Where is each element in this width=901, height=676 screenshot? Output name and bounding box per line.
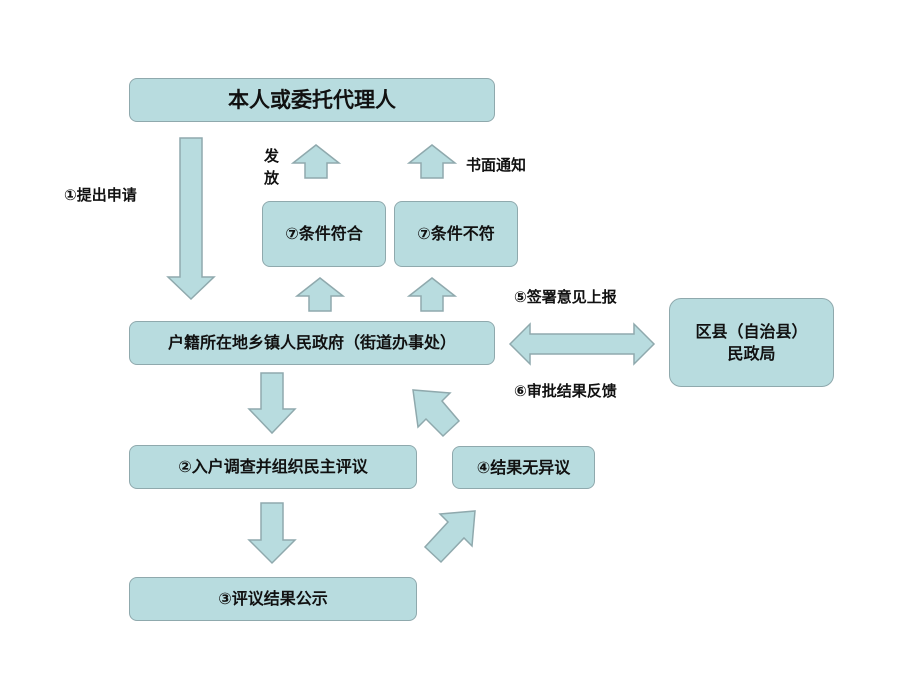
arrow-submit-application [166, 137, 216, 301]
node-county-bureau: 区县（自治县） 民政局 [669, 298, 834, 387]
edge-label-submit-application: ①提出申请 [64, 186, 137, 204]
node-township-gov-label: 户籍所在地乡镇人民政府（街道办事处） [167, 333, 456, 352]
arrow-release [290, 144, 342, 179]
node-condition-not-met: ⑦条件不符 [394, 201, 518, 267]
node-publicity: ③评议结果公示 [129, 577, 417, 621]
arrow-to-condition-not-met [406, 277, 458, 312]
node-no-objection: ④结果无异议 [452, 446, 595, 489]
arrow-back-to-gov [412, 389, 461, 438]
node-no-objection-label: ④结果无异议 [476, 457, 571, 477]
node-county-bureau-line1: 区县（自治县） [695, 321, 808, 341]
arrow-report-and-feedback [508, 322, 656, 366]
node-household-survey-label: ②入户调查并组织民主评议 [178, 457, 368, 476]
edge-label-approval-feedback: ⑥审批结果反馈 [514, 382, 617, 400]
node-applicant: 本人或委托代理人 [129, 78, 495, 122]
arrow-to-publicity [247, 502, 297, 565]
node-household-survey: ②入户调查并组织民主评议 [129, 445, 417, 489]
node-publicity-label: ③评议结果公示 [218, 589, 328, 608]
edge-label-release-char2: 放 [264, 169, 280, 187]
edge-label-release: 发 放 [264, 145, 284, 189]
node-condition-met: ⑦条件符合 [262, 201, 386, 267]
node-condition-not-met-label: ⑦条件不符 [417, 224, 495, 243]
arrow-to-condition-met [294, 277, 346, 312]
node-township-gov: 户籍所在地乡镇人民政府（街道办事处） [129, 321, 495, 365]
node-county-bureau-line2: 民政局 [727, 343, 776, 363]
arrow-to-no-objection [423, 510, 476, 564]
arrow-written-notice [406, 144, 458, 179]
node-condition-met-label: ⑦条件符合 [285, 224, 363, 243]
edge-label-release-char1: 发 [264, 147, 280, 165]
edge-label-written-notice: 书面通知 [466, 156, 527, 174]
edge-label-sign-report: ⑤签署意见上报 [514, 288, 617, 306]
node-applicant-label: 本人或委托代理人 [228, 88, 396, 112]
arrow-to-survey [247, 372, 297, 435]
